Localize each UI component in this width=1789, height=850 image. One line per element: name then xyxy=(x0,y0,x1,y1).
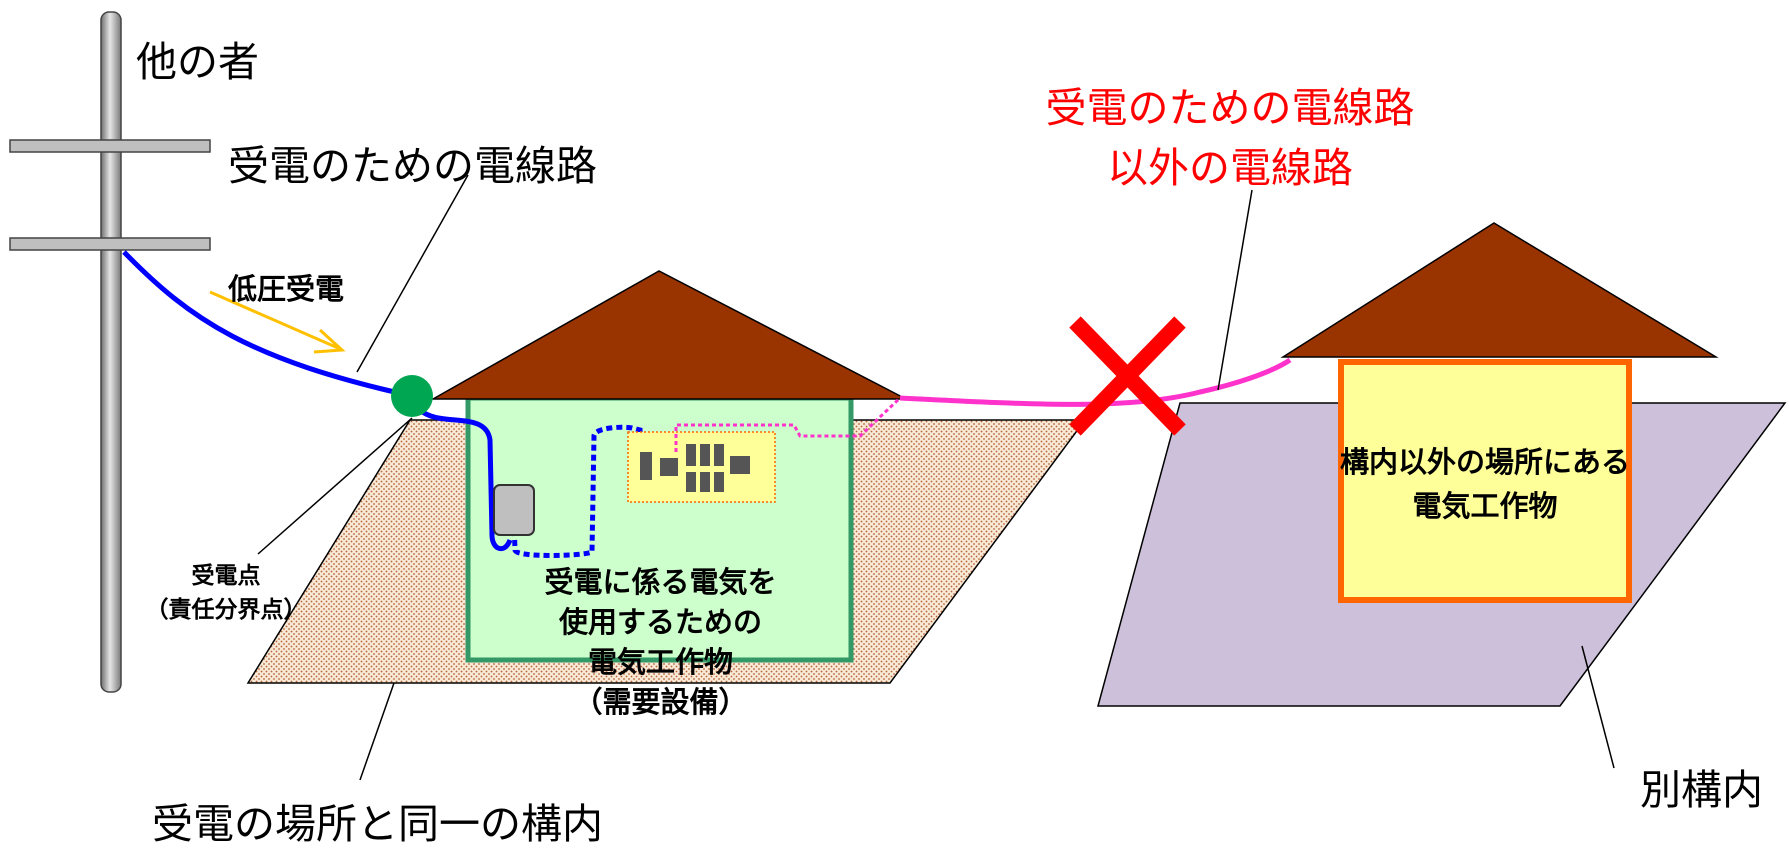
outside-label-1: 構内以外の場所にある xyxy=(1339,445,1630,479)
equipment-label: 受電に係る電気を 使用するための 電気工作物 （需要設備） xyxy=(478,562,843,722)
utility-pole xyxy=(9,11,211,693)
second-house-roof xyxy=(1280,222,1719,358)
other-line-label-2: 以外の電線路 xyxy=(1107,144,1353,192)
meter-to-panel-wire xyxy=(511,424,643,558)
low-voltage-label: 低圧受電 xyxy=(228,272,345,306)
receiving-point-marker xyxy=(391,375,433,417)
equipment-label-2: 使用するための xyxy=(558,605,762,639)
outside-equipment-label: 構内以外の場所にある 電気工作物 xyxy=(1300,440,1670,528)
receiving-point-line-2: （責任分界点） xyxy=(145,597,307,623)
same-premises-label: 受電の場所と同一の構内 xyxy=(152,800,603,848)
leader-receiving-point xyxy=(257,417,413,555)
equipment-label-4: （需要設備） xyxy=(573,685,748,719)
other-line-label-1: 受電のための電線路 xyxy=(1045,84,1415,132)
receiving-point-line-1: 受電点 xyxy=(191,563,261,589)
separate-premises-label: 別構内 xyxy=(1640,766,1763,814)
leader-separate-premises xyxy=(1581,645,1615,769)
leader-other-line xyxy=(1217,189,1253,391)
receiving-point-label: 受電点 （責任分界点） xyxy=(136,556,316,624)
other-line-label: 受電のための電線路 以外の電線路 xyxy=(1010,74,1450,194)
equipment-label-1: 受電に係る電気を xyxy=(544,565,777,599)
indoor-wiring xyxy=(418,407,513,552)
receiving-line-label: 受電のための電線路 xyxy=(228,142,597,190)
arrow-icon xyxy=(209,290,346,354)
meter-icon xyxy=(493,484,535,536)
leader-receiving-line xyxy=(356,174,469,373)
service-drop-wire xyxy=(122,250,413,399)
cross-mark-icon xyxy=(1069,316,1186,436)
leader-same-premises xyxy=(359,682,395,781)
other-party-label: 他の者 xyxy=(136,38,259,86)
other-electric-line xyxy=(899,357,1292,407)
distribution-panel-icon xyxy=(627,431,776,503)
pink-indoor-wire xyxy=(674,396,902,452)
equipment-label-3: 電気工作物 xyxy=(587,645,733,679)
main-house-roof xyxy=(430,270,907,400)
outside-equipment-box xyxy=(1338,359,1632,603)
outside-label-2: 電気工作物 xyxy=(1412,489,1558,523)
